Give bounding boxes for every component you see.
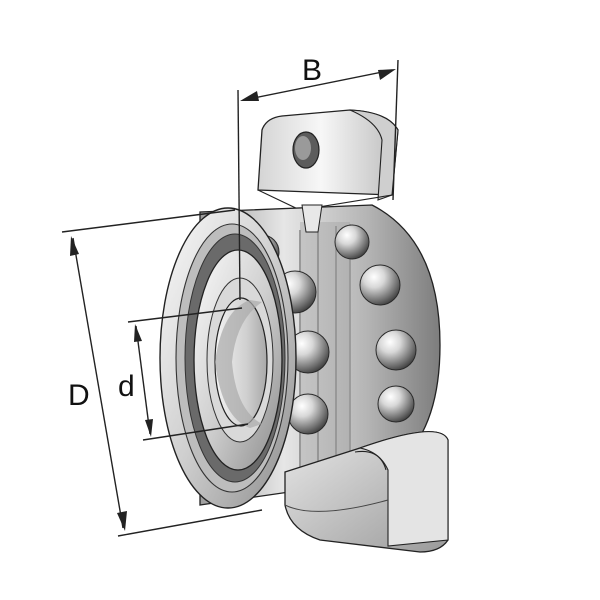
- label-bore-diameter: d: [118, 370, 135, 403]
- ball: [375, 329, 417, 371]
- label-outer-diameter: D: [68, 379, 90, 412]
- ball-row-right: [334, 224, 417, 423]
- housing-base: [284, 431, 449, 553]
- dimension-d-bore: d: [118, 307, 249, 441]
- ball: [377, 385, 415, 423]
- bore: [214, 297, 268, 428]
- ball: [334, 224, 370, 260]
- ball: [359, 264, 401, 306]
- label-width-b: B: [302, 54, 322, 87]
- housing-flange: [257, 109, 399, 211]
- lubrication-channel: [301, 204, 323, 233]
- dimension-b: B: [237, 54, 399, 301]
- dimension-d-outer: D: [61, 209, 263, 537]
